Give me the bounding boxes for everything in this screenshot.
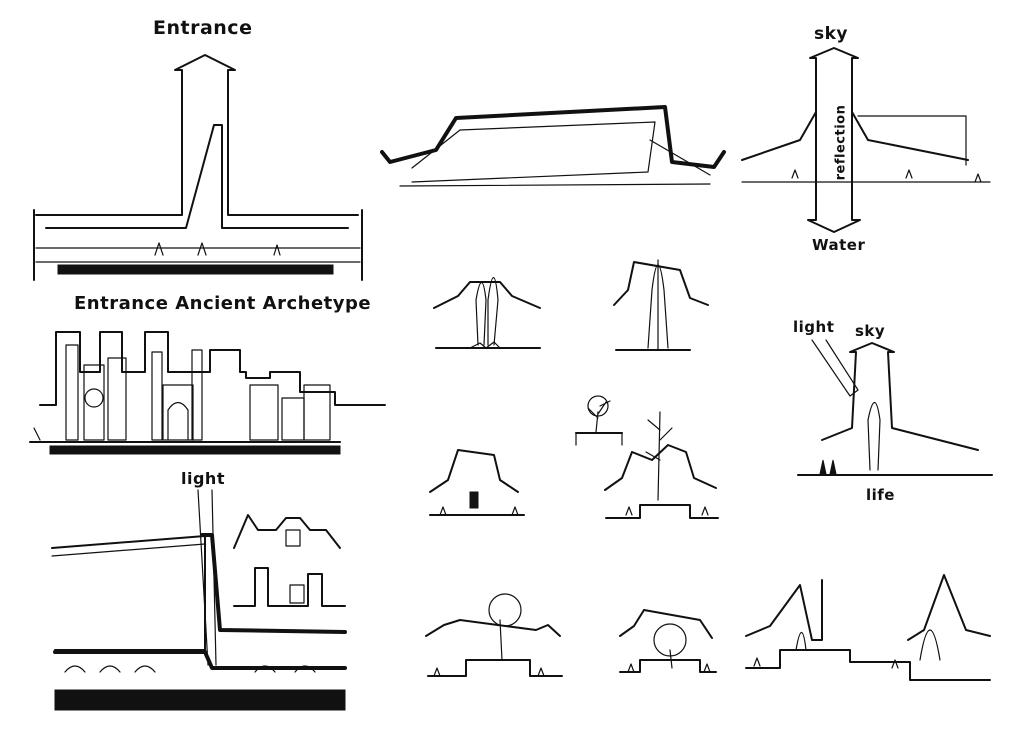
- tree-section-1: [433, 276, 541, 349]
- sky-label-top: sky: [814, 24, 849, 44]
- archetype-label: Entrance Ancient Archetype: [74, 293, 372, 314]
- entrance-label: Entrance: [153, 17, 253, 39]
- light-label-right: light: [793, 318, 835, 336]
- sky-water-sketch: [741, 47, 991, 233]
- light-label-left: light: [181, 469, 225, 488]
- tree-section-5: [604, 411, 719, 519]
- tree-section-6: [425, 593, 563, 677]
- tree-section-3: [575, 395, 623, 446]
- life-label: life: [866, 486, 895, 504]
- sky-label-right: sky: [855, 322, 886, 340]
- light-section-sketch: [51, 489, 347, 711]
- tree-section-4: [429, 449, 525, 516]
- light-sky-life-sketch: [797, 339, 993, 476]
- water-label: Water: [812, 236, 866, 254]
- tree-section-8: [745, 574, 991, 681]
- archetype-sketch: [29, 331, 386, 455]
- entrance-sketch: [33, 54, 363, 281]
- mound-sketch: [380, 105, 726, 187]
- tree-section-7: [619, 609, 717, 673]
- tree-section-2: [613, 259, 709, 351]
- reflection-label: reflection: [833, 104, 849, 181]
